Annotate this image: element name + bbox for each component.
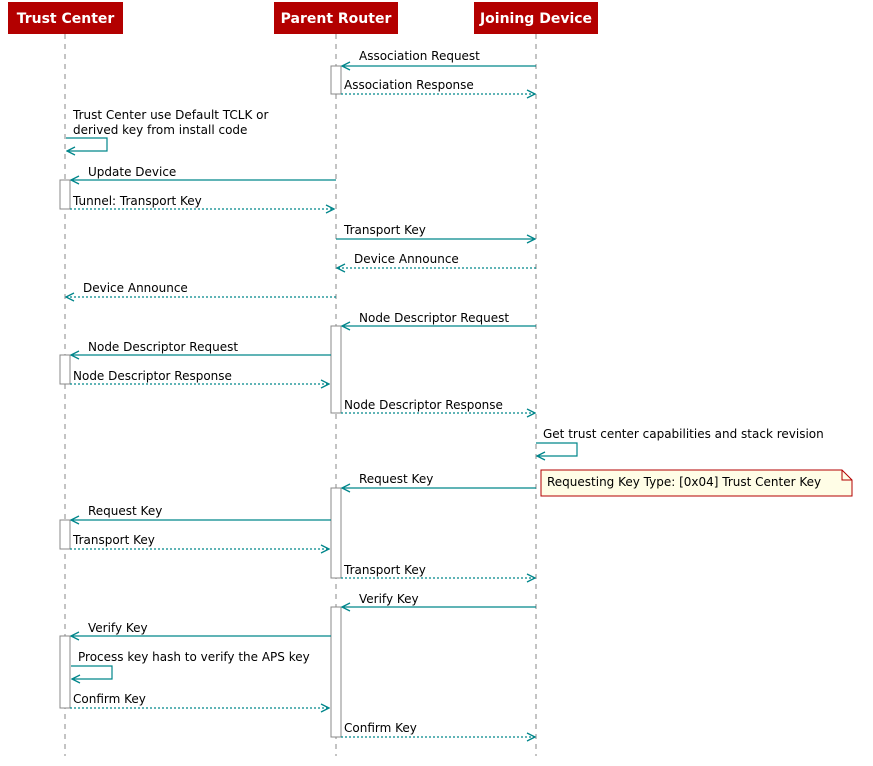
activation-bar — [330, 325, 342, 414]
message-verify-key-2: Verify Key — [71, 621, 331, 636]
note-requesting-key-type: Requesting Key Type: [0x04] Trust Center… — [540, 469, 853, 497]
message-label: Device Announce — [354, 252, 459, 266]
message-node-descriptor-request-2: Node Descriptor Request — [71, 340, 331, 355]
message-label: Verify Key — [359, 592, 419, 606]
message-transport-key-2: Transport Key — [70, 533, 329, 549]
message-label: Transport Key — [343, 223, 426, 237]
activation-bar — [59, 354, 71, 385]
message-label-line-2: derived key from install code — [73, 123, 247, 137]
message-device-announce-to-router: Device Announce — [337, 252, 536, 268]
message-tunnel-transport-key: Tunnel: Transport Key — [70, 194, 334, 209]
participant-label: Joining Device — [479, 11, 592, 27]
message-transport-key: Transport Key — [336, 223, 535, 239]
message-label: Node Descriptor Response — [73, 369, 232, 383]
participant-joining-device: Joining Device — [474, 2, 598, 34]
message-label: Request Key — [359, 472, 433, 486]
message-update-device: Update Device — [71, 165, 336, 180]
participant-label: Parent Router — [281, 11, 392, 27]
message-label: Association Request — [359, 49, 480, 63]
message-node-descriptor-response-2: Node Descriptor Response — [341, 398, 535, 413]
message-verify-key-1: Verify Key — [342, 592, 536, 607]
message-label: Transport Key — [343, 563, 426, 577]
message-label: Confirm Key — [344, 721, 417, 735]
message-label: Confirm Key — [73, 692, 146, 706]
message-label: Trust Center use Default TCLK or — [72, 108, 269, 122]
activation-bar — [330, 606, 342, 738]
message-label: Tunnel: Transport Key — [72, 194, 202, 208]
activation-bar — [59, 635, 71, 709]
message-label: Verify Key — [88, 621, 148, 635]
message-request-key-1: Request Key — [342, 472, 536, 488]
note-label: Requesting Key Type: [0x04] Trust Center… — [547, 475, 821, 489]
participant-trust-center: Trust Center — [8, 2, 123, 34]
message-label: Device Announce — [83, 281, 188, 295]
message-association-request: Association Request — [342, 49, 536, 66]
message-tc-self-process-hash: Process key hash to verify the APS key — [71, 650, 310, 679]
message-label: Process key hash to verify the APS key — [78, 650, 310, 664]
message-label: Node Descriptor Response — [344, 398, 503, 412]
message-node-descriptor-response-1: Node Descriptor Response — [70, 369, 329, 384]
message-confirm-key-1: Confirm Key — [70, 692, 329, 708]
activation-bar — [330, 487, 342, 579]
message-jd-self-capabilities: Get trust center capabilities and stack … — [536, 427, 824, 456]
message-node-descriptor-request-1: Node Descriptor Request — [342, 311, 536, 326]
message-label: Update Device — [88, 165, 176, 179]
message-association-response: Association Response — [341, 78, 535, 94]
activation-bar — [330, 65, 342, 95]
message-tc-self-key-selection: Trust Center use Default TCLK or derived… — [66, 108, 269, 151]
participant-parent-router: Parent Router — [274, 2, 398, 34]
activation-bar — [59, 179, 71, 210]
message-label: Node Descriptor Request — [88, 340, 238, 354]
message-request-key-2: Request Key — [71, 504, 331, 520]
message-device-announce-to-tc: Device Announce — [66, 281, 336, 297]
message-label: Node Descriptor Request — [359, 311, 509, 325]
message-transport-key-3: Transport Key — [341, 563, 535, 578]
activation-bar — [59, 519, 71, 550]
message-confirm-key-2: Confirm Key — [341, 721, 535, 737]
message-label: Get trust center capabilities and stack … — [543, 427, 824, 441]
message-label: Request Key — [88, 504, 162, 518]
message-label: Association Response — [344, 78, 474, 92]
participant-label: Trust Center — [17, 11, 115, 27]
message-label: Transport Key — [72, 533, 155, 547]
